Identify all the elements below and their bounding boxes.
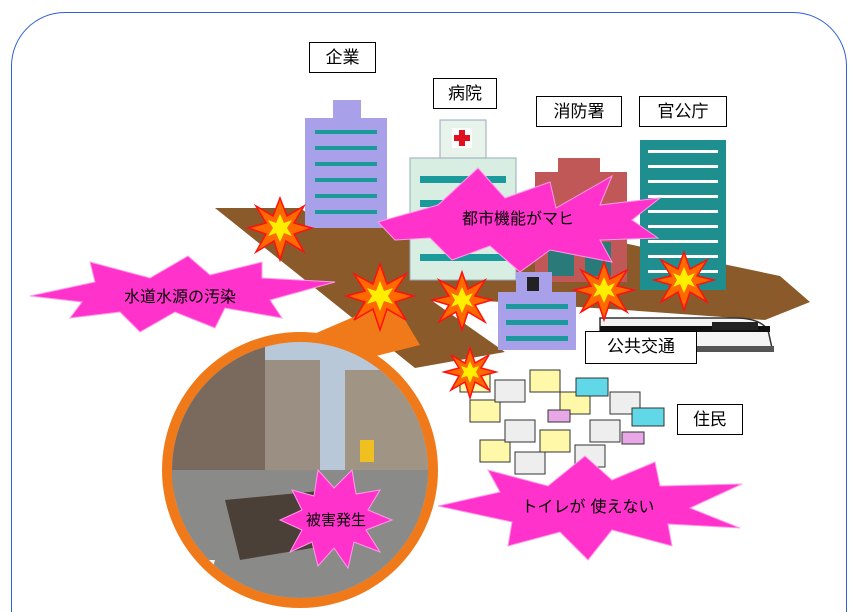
explosion-icon <box>571 259 637 323</box>
station-building-icon <box>498 272 576 350</box>
damage-closeup-lens <box>162 300 438 608</box>
burst-damage: 被害発生 <box>278 468 394 570</box>
label-government: 官公庁 <box>639 96 727 127</box>
company-building-icon <box>305 100 387 228</box>
explosion-icon <box>441 345 499 401</box>
label-fire-station: 消防署 <box>536 96 622 127</box>
burst-damage-text: 被害発生 <box>306 511 366 529</box>
label-public-transport: 公共交通 <box>585 331 697 364</box>
explosion-icons <box>245 195 717 401</box>
explosion-icon <box>245 195 315 263</box>
explosion-icon <box>651 249 717 313</box>
diagram-frame <box>11 12 847 612</box>
explosion-icon <box>343 261 417 333</box>
explosion-icon <box>429 269 495 333</box>
label-residents: 住民 <box>677 404 743 435</box>
burst-city-function: 都市機能がマヒ <box>377 167 662 273</box>
burst-toilet: トイレが 使えない <box>437 455 743 561</box>
label-company: 企業 <box>309 42 376 73</box>
burst-water-source: 水道水源の汚染 <box>29 255 336 333</box>
burst-city-function-text: 都市機能がマヒ <box>462 209 574 228</box>
label-hospital: 病院 <box>433 78 497 109</box>
burst-toilet-text: トイレが 使えない <box>521 497 654 516</box>
burst-water-source-text: 水道水源の汚染 <box>124 287 236 306</box>
residential-houses-icon <box>459 369 665 475</box>
